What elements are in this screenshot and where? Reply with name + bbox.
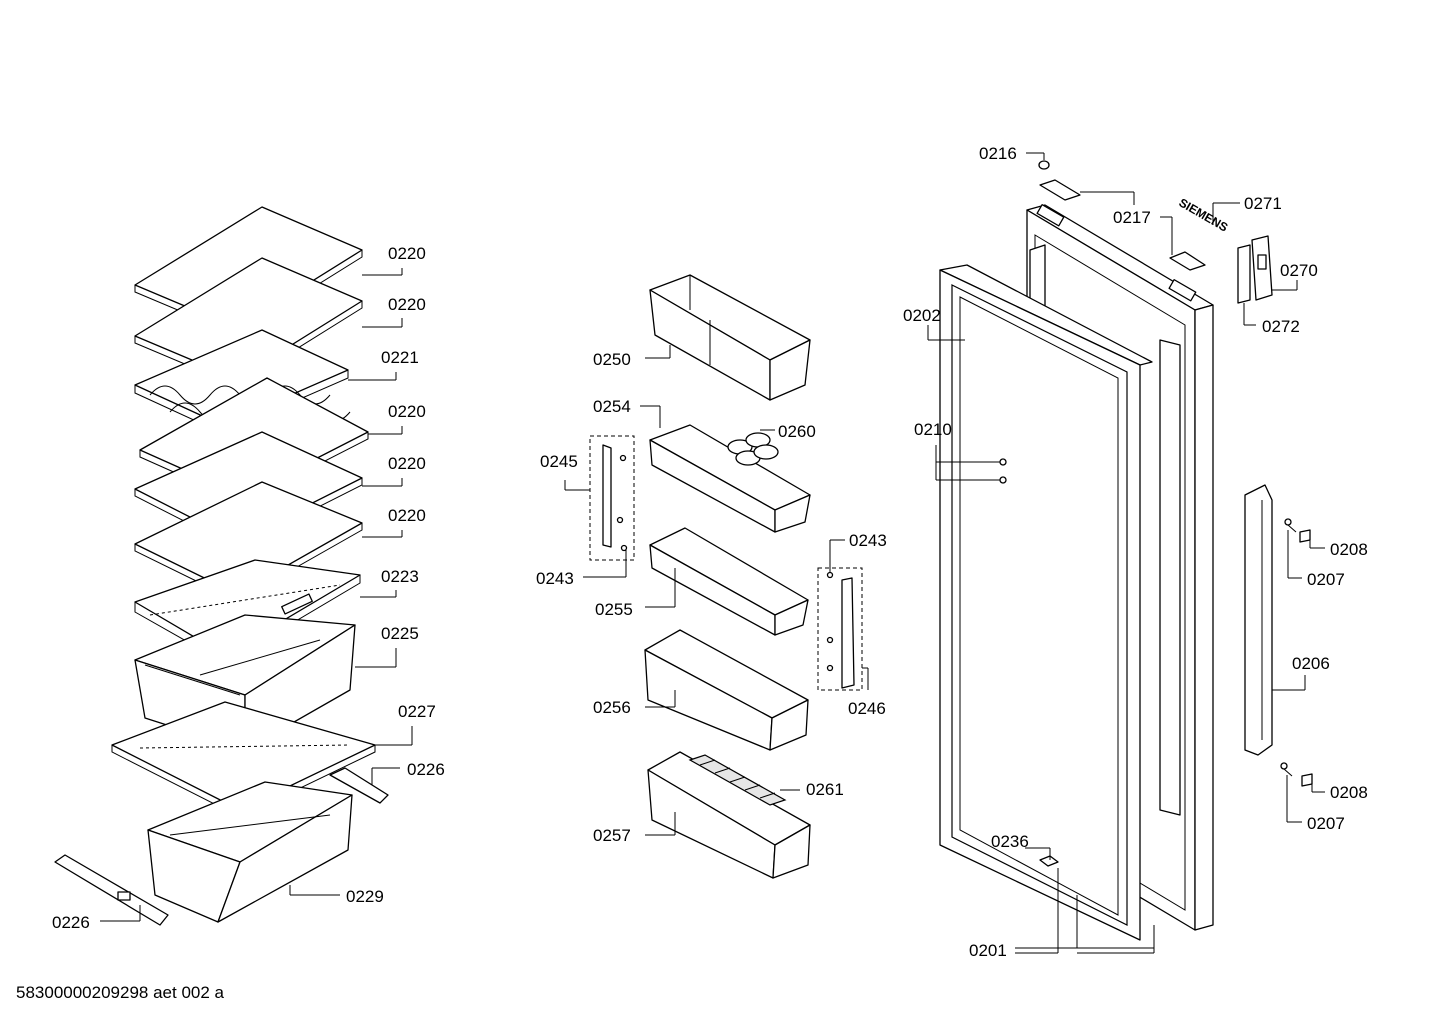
label-0243: 0243	[536, 569, 574, 588]
door-bin-0257	[647, 751, 811, 879]
brand-logo: SIEMENS	[1177, 195, 1231, 234]
label-0254: 0254	[593, 397, 631, 416]
label-0255: 0255	[595, 600, 633, 619]
label-0243: 0243	[849, 531, 887, 550]
label-0221: 0221	[381, 348, 419, 367]
hinge-cover-0270	[1251, 235, 1273, 301]
leaders-middle	[564, 345, 869, 836]
label-0207: 0207	[1307, 570, 1345, 589]
label-0227: 0227	[398, 702, 436, 721]
door-handle-0206	[1244, 484, 1273, 756]
bracket-0245	[589, 435, 635, 561]
label-0201: 0201	[969, 941, 1007, 960]
egg-tray-0260	[727, 432, 779, 466]
label-0208: 0208	[1330, 783, 1368, 802]
label-0250: 0250	[593, 350, 631, 369]
label-0202: 0202	[903, 306, 941, 325]
door-gasket-0202	[939, 264, 1153, 941]
label-0208: 0208	[1330, 540, 1368, 559]
door-bin-0254	[649, 424, 811, 533]
butter-compartment-0250	[649, 274, 811, 401]
label-0210: 0210	[914, 420, 952, 439]
label-0270: 0270	[1280, 261, 1318, 280]
label-0272: 0272	[1262, 317, 1300, 336]
door-bin-0256	[644, 629, 809, 751]
drawer-0229	[147, 781, 353, 923]
screw-0210	[999, 458, 1007, 484]
label-0220: 0220	[388, 295, 426, 314]
label-0216: 0216	[979, 144, 1017, 163]
label-0225: 0225	[381, 624, 419, 643]
badge-0272	[1237, 244, 1251, 304]
label-0261: 0261	[806, 780, 844, 799]
leaders-right	[927, 152, 1325, 954]
bracket-0246	[817, 567, 863, 691]
label-0271: 0271	[1244, 194, 1282, 213]
label-0226: 0226	[407, 760, 445, 779]
pad-0236	[1039, 855, 1059, 867]
label-0207: 0207	[1307, 814, 1345, 833]
leaders-left	[100, 268, 413, 922]
label-0220: 0220	[388, 244, 426, 263]
label-0246: 0246	[848, 699, 886, 718]
label-0256: 0256	[593, 698, 631, 717]
label-0220: 0220	[388, 506, 426, 525]
label-0245: 0245	[540, 452, 578, 471]
label-0226: 0226	[52, 913, 90, 932]
part-labels: 0220 0220 0221 0220 0220 0220 0223 0225 …	[52, 144, 1368, 960]
label-0220: 0220	[388, 454, 426, 473]
cover-0217	[1039, 179, 1206, 271]
label-0217: 0217	[1113, 208, 1151, 227]
label-0223: 0223	[381, 567, 419, 586]
cover-cap-0216	[1038, 160, 1050, 170]
label-0260: 0260	[778, 422, 816, 441]
screw-0207-top	[1284, 518, 1311, 543]
rail-0226-right	[329, 767, 389, 804]
label-0220: 0220	[388, 402, 426, 421]
door-bin-0255	[649, 527, 809, 636]
label-0257: 0257	[593, 826, 631, 845]
screw-0207-bottom	[1280, 762, 1313, 787]
egg-rack-0261	[688, 754, 787, 806]
label-0206: 0206	[1292, 654, 1330, 673]
label-0236: 0236	[991, 832, 1029, 851]
label-0229: 0229	[346, 887, 384, 906]
document-number: 58300000209298 aet 002 a	[16, 983, 225, 1002]
